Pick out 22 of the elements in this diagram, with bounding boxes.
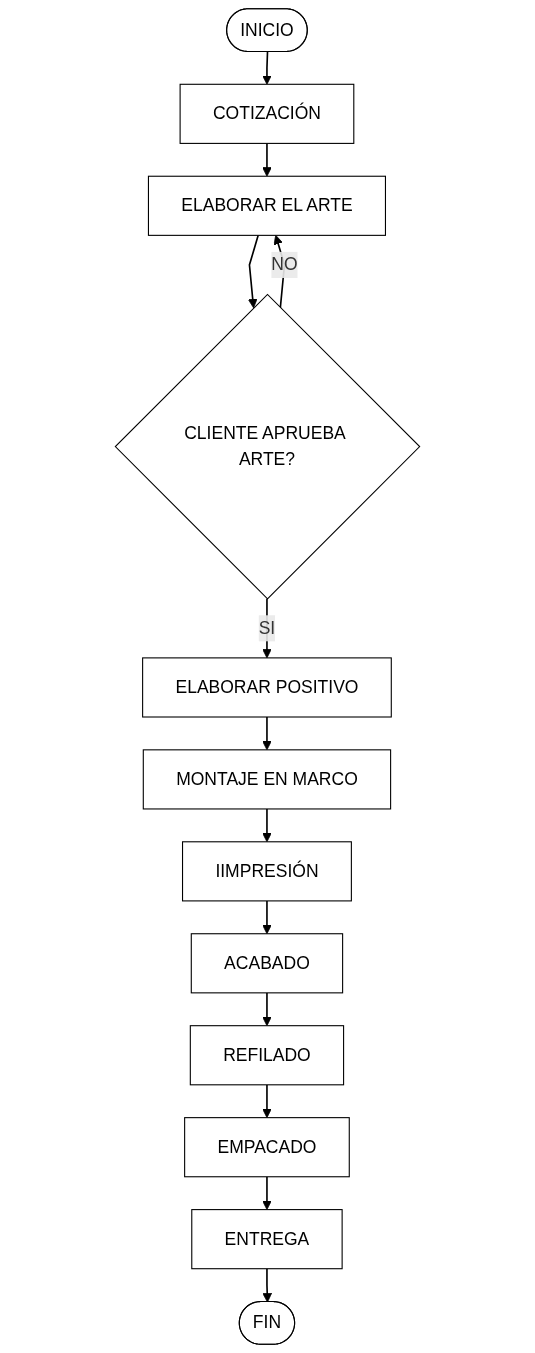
arrow (262, 716, 272, 751)
node-diamond: CLIENTE APRUEBA ARTE? (114, 293, 421, 600)
arrow (262, 1084, 272, 1119)
node-box: REFILADO (189, 1025, 345, 1086)
arrow (262, 51, 272, 85)
edge-label: NO (271, 255, 298, 274)
node-box: MONTAJE EN MARCO (142, 749, 392, 810)
arrow (262, 142, 272, 177)
node-box: ELABORAR POSITIVO (142, 657, 392, 718)
arrow (262, 808, 272, 843)
arrow (247, 234, 259, 309)
node-box: COTIZACIÓN (179, 83, 355, 144)
arrow (262, 900, 272, 935)
arrow (262, 992, 272, 1027)
arrow (262, 1175, 272, 1211)
node-box: ELABORAR EL ARTE (147, 175, 386, 236)
node-box: EMPACADO (184, 1117, 350, 1178)
arrow (262, 1267, 273, 1303)
edge-label: SI (258, 618, 276, 638)
node-box: ACABADO (190, 933, 344, 994)
node-box: IIMPRESIÓN (182, 841, 352, 902)
node-box: ENTREGA (191, 1209, 343, 1270)
